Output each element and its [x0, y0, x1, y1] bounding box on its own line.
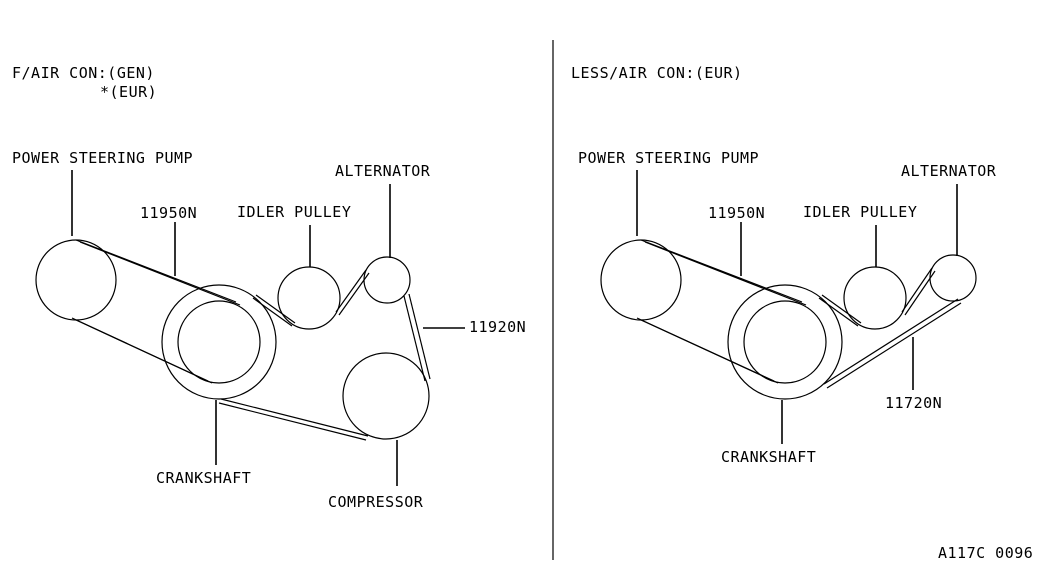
right-label-power-steering-pump: POWER STEERING PUMP [578, 149, 759, 167]
left-idler-pulley [277, 266, 341, 330]
left-label-belt-ps: 11950N [140, 204, 197, 222]
left-crankshaft-pulley-inner [177, 300, 261, 384]
right-belt-ps [636, 239, 807, 384]
left-label-crankshaft: CRANKSHAFT [156, 469, 251, 487]
left-label-compressor: COMPRESSOR [328, 493, 424, 511]
left-heading-line2: *(EUR) [100, 83, 157, 101]
figure-code: A117C 0096 [938, 544, 1033, 562]
right-label-alternator: ALTERNATOR [901, 162, 997, 180]
left-belt-alt [218, 269, 431, 441]
left-belt-ps [71, 239, 241, 384]
right-label-crankshaft: CRANKSHAFT [721, 448, 816, 466]
left-panel: F/AIR CON:(GEN) *(EUR) POWER [12, 64, 526, 511]
right-label-idler-pulley: IDLER PULLEY [803, 203, 917, 221]
left-compressor-pulley [342, 352, 430, 440]
right-label-belt-alt: 11720N [885, 394, 942, 412]
right-heading: LESS/AIR CON:(EUR) [571, 64, 743, 82]
right-panel: LESS/AIR CON:(EUR) POWER STEERING PUMP 1… [571, 64, 997, 466]
left-label-alternator: ALTERNATOR [335, 162, 431, 180]
left-alternator-pulley [363, 256, 411, 304]
left-crankshaft-pulley-outer [161, 284, 277, 400]
left-label-power-steering-pump: POWER STEERING PUMP [12, 149, 193, 167]
right-label-belt-ps: 11950N [708, 204, 765, 222]
right-idler-pulley [843, 266, 907, 330]
right-crankshaft-pulley-inner [743, 300, 827, 384]
right-crankshaft-pulley-outer [727, 284, 843, 400]
left-heading-line1: F/AIR CON:(GEN) [12, 64, 155, 82]
left-label-belt-alt: 11920N [469, 318, 526, 336]
right-alternator-pulley [929, 254, 977, 302]
left-label-idler-pulley: IDLER PULLEY [237, 203, 351, 221]
right-belt-alt [818, 267, 962, 389]
